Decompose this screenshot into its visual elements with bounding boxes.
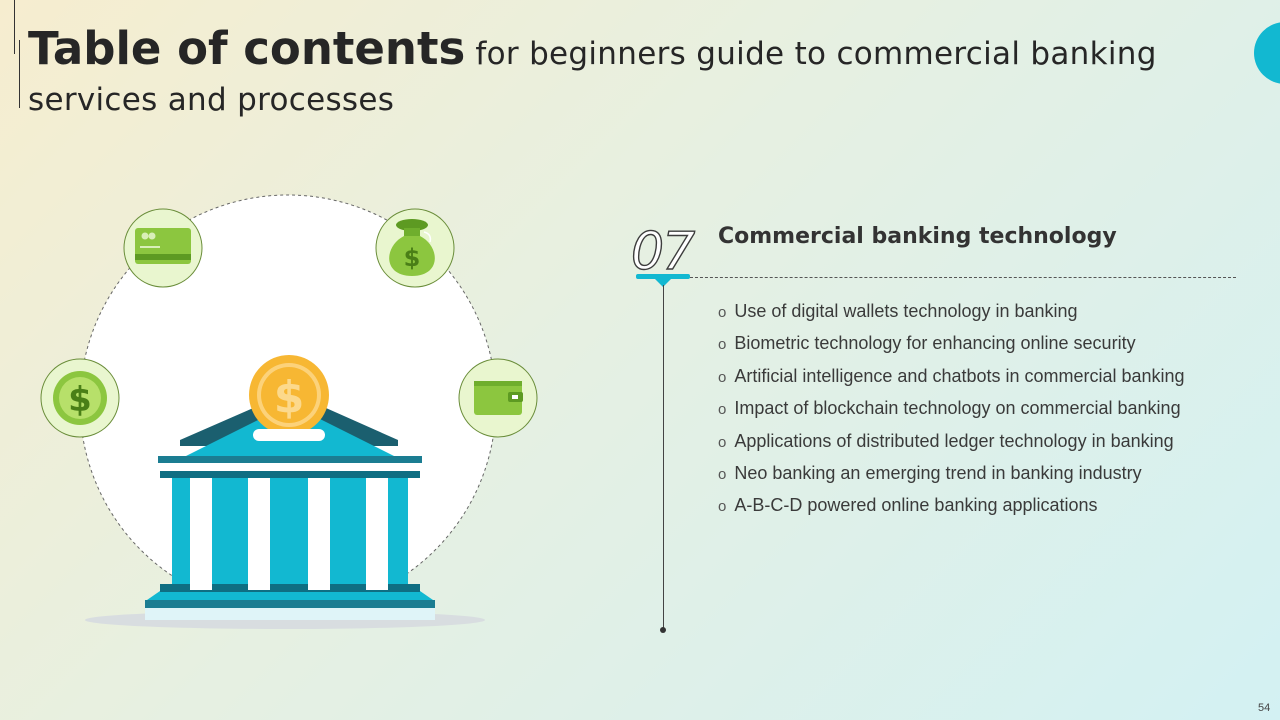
list-item: o Artificial intelligence and chatbots in… [718,361,1185,393]
svg-text:$: $ [68,380,92,420]
corner-decoration [1254,22,1280,84]
list-item: o Impact of blockchain technology on comm… [718,393,1185,425]
number-underline [636,274,690,279]
bullet-marker: o [718,433,727,451]
bullet-marker: o [718,401,727,419]
list-item: o Use of digital wallets technology in ba… [718,296,1185,328]
dollar-coin-icon: $ [40,358,120,438]
list-item: o Biometric technology for enhancing onli… [718,328,1185,360]
wallet-icon [458,358,538,438]
corner-line [19,40,20,108]
bank-illustration: $ $ [40,194,538,629]
bullet-marker: o [718,498,727,516]
list-item-text: Impact of blockchain technology on comme… [734,398,1181,419]
list-item-text: Artificial intelligence and chatbots in … [734,365,1185,386]
list-item: o Neo banking an emerging trend in bankin… [718,458,1185,490]
bullet-marker: o [718,336,727,354]
section-heading: Commercial banking technology [718,224,1117,249]
page-number: 54 [1258,702,1271,714]
corner-line [14,0,15,54]
page-title: Table of contents for beginners guide to… [28,26,1178,123]
svg-text:$: $ [404,244,421,272]
divider-line [690,277,1236,278]
list-item-text: Biometric technology for enhancing onlin… [734,333,1136,354]
list-item-text: Neo banking an emerging trend in banking… [734,463,1142,484]
list-item: o A-B-C-D powered online banking applicat… [718,490,1185,522]
bullet-marker: o [718,304,727,321]
list-item-text: A-B-C-D powered online banking applicati… [734,495,1098,516]
money-bag-icon: $ [375,208,455,288]
timeline-line [663,285,664,629]
section-number: 07 [630,222,696,282]
bullet-marker: o [718,368,727,386]
list-item: o Applications of distributed ledger tech… [718,426,1185,458]
section-items: o Use of digital wallets technology in ba… [718,296,1185,523]
timeline-end-dot [660,627,666,633]
bank-building-icon: $ [145,355,435,620]
list-item-text: Use of digital wallets technology in ban… [734,301,1078,321]
number-pointer [655,279,671,287]
title-bold: Table of contents [28,22,466,75]
svg-text:$: $ [274,372,305,423]
bullet-marker: o [718,466,727,484]
credit-card-icon [123,208,203,288]
title-rest: for beginners guide to commercial bankin… [28,36,1157,118]
list-item-text: Applications of distributed ledger techn… [734,430,1174,451]
